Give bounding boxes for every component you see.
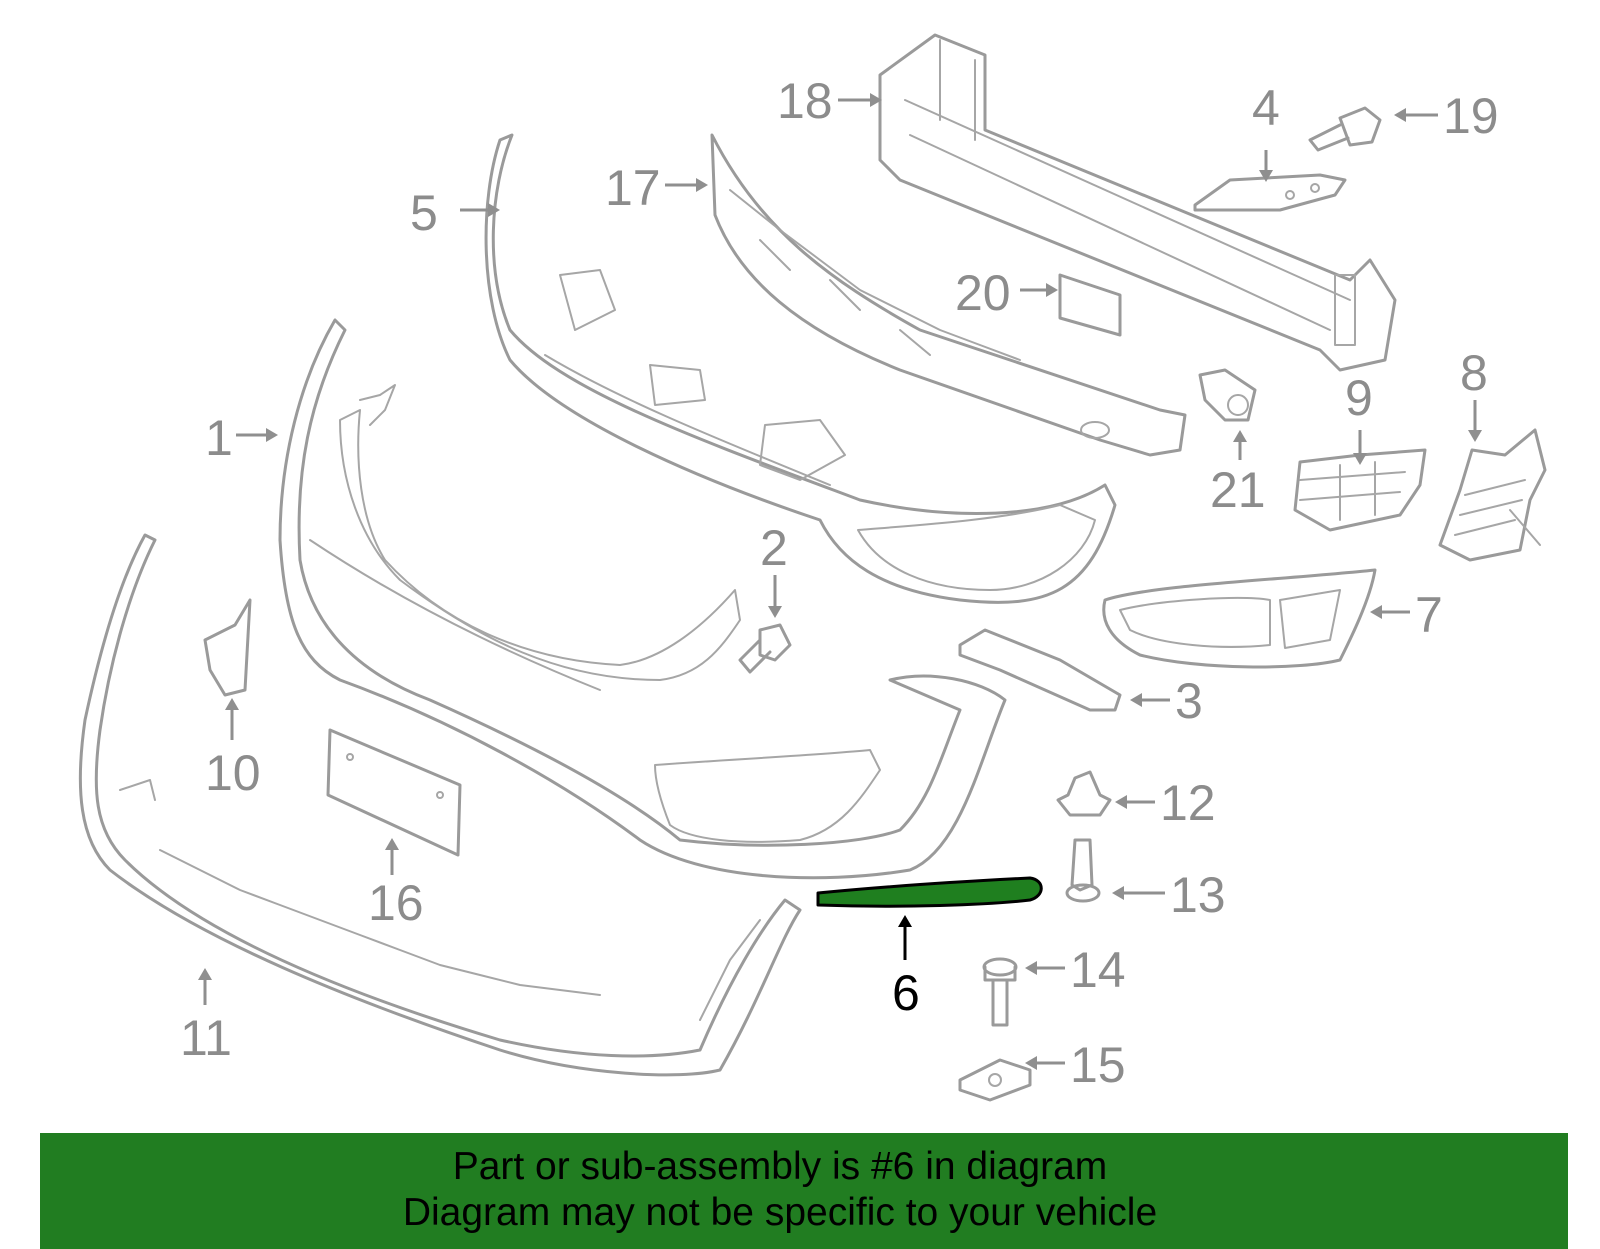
callout-5: 5 bbox=[410, 185, 438, 241]
part-12-clip[interactable] bbox=[1056, 770, 1112, 817]
part-8-side-grille[interactable] bbox=[1438, 428, 1547, 562]
part-1-bumper-cover[interactable] bbox=[278, 318, 1007, 880]
part-17-energy-absorber[interactable] bbox=[710, 133, 1187, 457]
callout-19: 19 bbox=[1443, 88, 1499, 144]
callout-arrows bbox=[198, 93, 1482, 1070]
callout-16: 16 bbox=[368, 875, 424, 931]
part-14-bolt[interactable] bbox=[982, 957, 1018, 1027]
banner-line-1: Part or sub-assembly is #6 in diagram bbox=[452, 1145, 1108, 1188]
part-11-lower-cover[interactable] bbox=[78, 533, 802, 1077]
info-banner: Part or sub-assembly is #6 in diagram Di… bbox=[40, 1133, 1568, 1249]
part-2-push-pin[interactable] bbox=[738, 623, 792, 674]
part-10-bracket[interactable] bbox=[203, 598, 252, 697]
callout-11: 11 bbox=[180, 1010, 232, 1066]
callout-15: 15 bbox=[1070, 1037, 1126, 1093]
part-15-clip-nut[interactable] bbox=[958, 1058, 1032, 1102]
callout-18: 18 bbox=[777, 73, 833, 129]
callout-14: 14 bbox=[1070, 942, 1126, 998]
part-6-highlighted-molding[interactable] bbox=[816, 876, 1043, 908]
part-20-pad[interactable] bbox=[1058, 273, 1122, 337]
callout-21: 21 bbox=[1210, 462, 1266, 518]
callout-9: 9 bbox=[1345, 370, 1373, 426]
callout-10: 10 bbox=[205, 745, 261, 801]
part-21-sensor[interactable] bbox=[1198, 368, 1257, 422]
callout-7: 7 bbox=[1415, 587, 1443, 643]
part-7-fog-lamp-bezel[interactable] bbox=[1102, 568, 1377, 669]
parts-diagram: 18 4 19 17 5 20 9 8 21 1 2 7 3 10 12 16 … bbox=[78, 33, 1547, 1102]
part-16-license-plate-bracket[interactable] bbox=[326, 728, 462, 857]
callout-17: 17 bbox=[605, 160, 661, 216]
callout-labels: 18 4 19 17 5 20 9 8 21 1 2 7 3 10 12 16 … bbox=[180, 73, 1499, 1093]
callout-2: 2 bbox=[760, 520, 788, 576]
banner-line-2: Diagram may not be specific to your vehi… bbox=[402, 1191, 1158, 1234]
part-9-lamp[interactable] bbox=[1293, 448, 1427, 532]
part-3-bracket[interactable] bbox=[958, 628, 1122, 712]
callout-6: 6 bbox=[892, 965, 920, 1021]
part-5-fascia-support[interactable] bbox=[484, 133, 1117, 604]
part-19-bolt[interactable] bbox=[1308, 106, 1382, 152]
callout-20: 20 bbox=[955, 265, 1011, 321]
callout-13: 13 bbox=[1170, 867, 1226, 923]
part-13-screw[interactable] bbox=[1065, 838, 1101, 903]
callout-4: 4 bbox=[1252, 80, 1280, 136]
callout-12: 12 bbox=[1160, 775, 1216, 831]
part-18-bumper-reinforcement[interactable] bbox=[878, 33, 1397, 372]
callout-3: 3 bbox=[1175, 673, 1203, 729]
callout-1: 1 bbox=[205, 410, 233, 466]
part-4-bracket[interactable] bbox=[1193, 173, 1347, 212]
callout-8: 8 bbox=[1460, 345, 1488, 401]
